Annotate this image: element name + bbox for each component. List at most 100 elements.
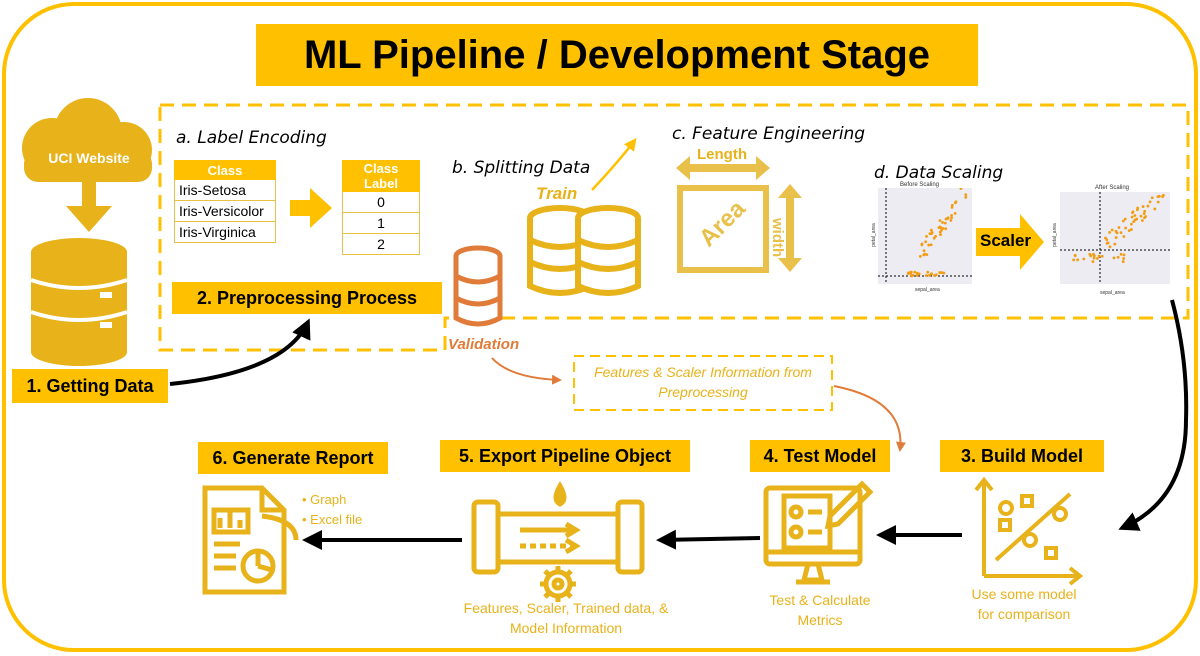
substep-data-scaling: d. Data Scaling — [874, 163, 1004, 183]
export-description: Features, Scaler, Trained data, & Model … — [463, 600, 669, 636]
scatter-dot — [929, 228, 933, 232]
class-label-header: Class Label — [342, 160, 420, 192]
scatter-dot — [964, 195, 968, 199]
validation-database-icon — [453, 245, 503, 327]
scatter-dot — [1148, 200, 1152, 204]
test-to-export-arrow — [656, 529, 761, 550]
scatter-dot — [1089, 254, 1093, 258]
scatter-dot — [932, 236, 936, 240]
after-scaling-svg — [1060, 192, 1170, 284]
scatter-dot — [1114, 229, 1118, 233]
scaler-label: Scaler — [980, 231, 1032, 250]
scatter-dot — [1119, 231, 1123, 235]
scatter-dot — [926, 270, 930, 274]
scatter-dot — [940, 228, 943, 232]
scatter-dot — [1130, 215, 1134, 219]
class-label-table: Class Label 0 1 2 — [342, 160, 420, 255]
scatter-dot — [1105, 238, 1109, 242]
scatter-dot — [1112, 256, 1116, 260]
pipeline-object-icon — [471, 480, 645, 602]
class-cell: Iris-Virginica — [174, 221, 276, 243]
scatter-dot — [1146, 204, 1150, 208]
scatter-dot — [1124, 226, 1128, 230]
test-model-description: Test & Calculate Metrics — [769, 592, 871, 628]
scatter-dot — [946, 216, 950, 220]
scatter-dot — [1108, 231, 1112, 234]
scatter-dot — [1142, 212, 1146, 216]
scatter-dot — [909, 272, 912, 275]
class-label-cell: 0 — [342, 191, 420, 213]
scatter-dot — [924, 240, 928, 244]
scatter-dot — [1122, 253, 1126, 257]
step-export-pipeline: 5. Export Pipeline Object — [440, 440, 690, 472]
download-arrow-icon — [66, 176, 112, 232]
scatter-dot — [1153, 207, 1157, 211]
class-header: Class — [174, 160, 276, 180]
scatter-dot — [940, 271, 944, 274]
scatter-dot — [1141, 219, 1144, 222]
scatter-dot — [941, 226, 945, 230]
scatter-dot — [1116, 255, 1120, 259]
scatter-dot — [923, 252, 927, 256]
scatter-dot — [1119, 252, 1123, 256]
scatter-dot — [927, 243, 931, 247]
scatter-dot — [950, 216, 953, 220]
scatter-dot — [913, 270, 917, 274]
report-item-graph: • Graph — [302, 492, 347, 507]
step-test-model: 4. Test Model — [750, 440, 890, 472]
scatter-dot — [930, 272, 933, 276]
after-scaling-plot — [1060, 192, 1170, 284]
scatter-dot — [944, 217, 948, 221]
scatter-dot — [933, 274, 936, 277]
class-label-cell: 2 — [342, 233, 420, 255]
step-build-model: 3. Build Model — [940, 440, 1104, 472]
after-scaling-title: After Scaling — [1095, 185, 1130, 191]
scatter-dot — [1133, 214, 1137, 217]
scatter-dot — [930, 232, 933, 236]
validation-label: Validation — [448, 336, 520, 353]
scatter-dot — [1130, 228, 1133, 231]
scatter-dot — [918, 255, 922, 258]
scatter-dot — [915, 271, 919, 275]
step-getting-data: 1. Getting Data — [12, 369, 168, 403]
class-cell: Iris-Versicolor — [174, 200, 276, 222]
scatter-dot — [950, 205, 954, 209]
scatter-dot — [1091, 260, 1095, 263]
scatter-dot — [1097, 254, 1101, 258]
scatter-dot — [1139, 214, 1143, 218]
before-x-label: sepal_area — [915, 287, 940, 293]
train-database-icon — [527, 205, 641, 296]
preprocessing-region — [158, 103, 1190, 352]
scatter-dot — [915, 273, 919, 277]
scatter-dot — [1121, 219, 1125, 223]
page-title: ML Pipeline / Development Stage — [256, 24, 978, 86]
report-item-excel: • Excel file — [302, 512, 363, 527]
scatter-dot — [1129, 222, 1133, 226]
step-preprocessing: 2. Preprocessing Process — [172, 282, 442, 314]
scatter-dot — [1156, 195, 1160, 199]
scatter-dot — [943, 221, 947, 225]
class-label-cell: 1 — [342, 212, 420, 234]
scatter-dot — [1082, 257, 1086, 261]
info-to-test-arrow — [833, 385, 906, 452]
scatter-dot — [1072, 258, 1076, 262]
scatter-dot — [1121, 260, 1125, 263]
preprocessing-to-build-arrow — [1118, 299, 1189, 531]
validation-to-info-arrow — [491, 357, 562, 385]
scatter-dot — [1095, 257, 1099, 260]
scatter-dot — [938, 271, 942, 274]
before-y-label: petal_area — [870, 223, 877, 247]
class-cell: Iris-Setosa — [174, 179, 276, 201]
after-x-label: sepal_area — [1100, 290, 1125, 296]
length-label: Length — [697, 146, 747, 163]
scatter-dot — [1156, 200, 1160, 204]
cloud-icon — [22, 98, 152, 182]
scatter-dot — [1144, 215, 1148, 218]
before-scaling-svg — [878, 181, 972, 284]
scatter-dot — [1143, 209, 1147, 213]
scatter-dot — [928, 273, 931, 277]
scatter-dot — [1100, 254, 1104, 258]
scatter-dot — [1073, 254, 1077, 258]
